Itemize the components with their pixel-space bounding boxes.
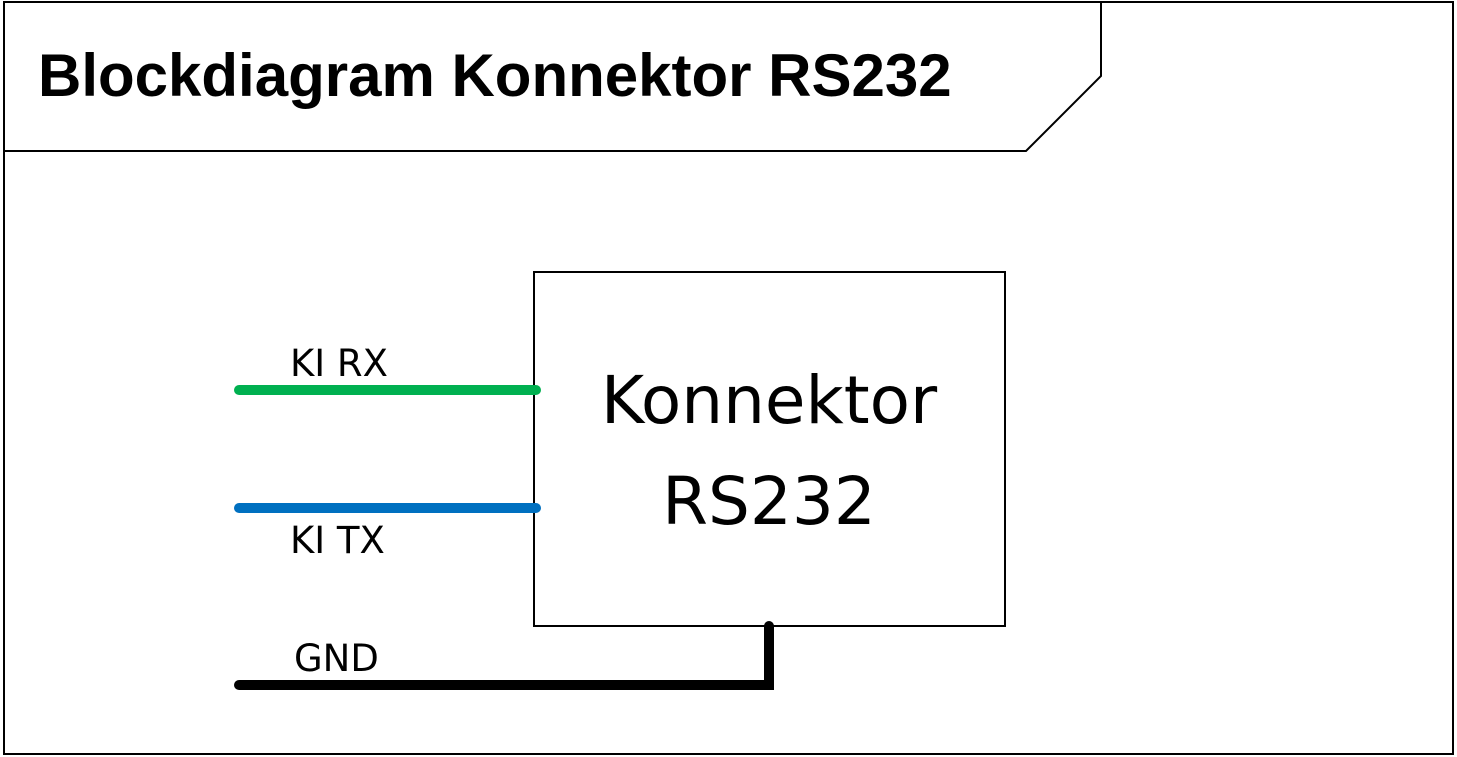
rx-signal-label: KI RX [290, 342, 388, 385]
diagram-title: Blockdiagram Konnektor RS232 [38, 42, 952, 109]
block-label-line1: Konnektor [601, 362, 938, 439]
tx-signal-label: KI TX [290, 519, 385, 562]
konnektor-block [533, 271, 1006, 627]
gnd-signal-label: GND [294, 637, 379, 680]
block-label-line2: RS232 [662, 463, 876, 540]
gnd-signal-line [234, 621, 774, 690]
title-tab [3, 1, 1102, 152]
